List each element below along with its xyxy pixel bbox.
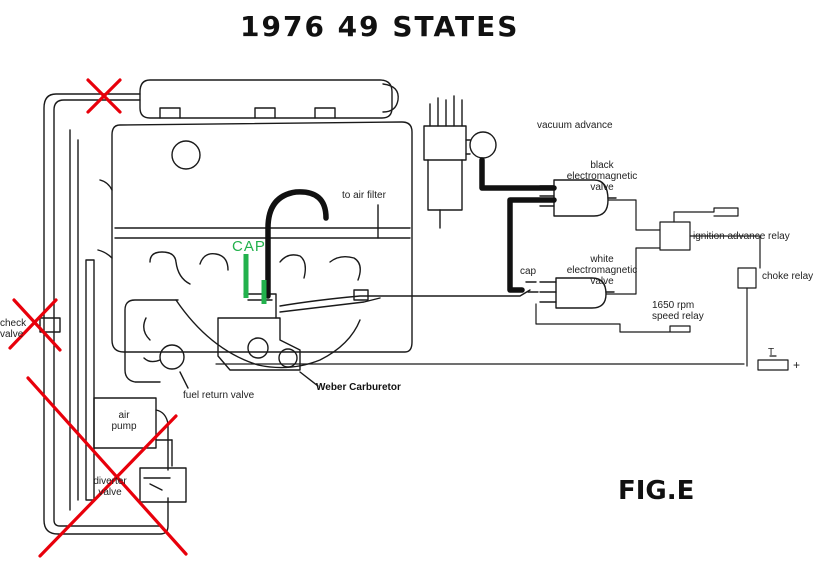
red-cross-air-pump-and-diverter — [26, 376, 188, 558]
terminal-t-label: T — [768, 347, 775, 358]
air-pump-label: air pump — [111, 410, 137, 432]
ignition-advance-relay-label: ignition advance relay — [693, 231, 790, 242]
diverter-valve-label: diverter valve — [93, 476, 127, 498]
valve-cover — [139, 79, 399, 119]
engine-block — [97, 121, 413, 353]
fuel-return-valve-body — [143, 317, 189, 389]
figure-label: FIG.E — [618, 476, 695, 506]
wiring — [215, 199, 789, 371]
weber-carburetor-label: Weber Carburetor — [316, 382, 401, 393]
red-cross-check-valve — [8, 298, 62, 352]
white-valve-label: white electromagnetic valve — [566, 254, 638, 287]
vacuum-line-to-white-valve — [279, 289, 531, 313]
intake-manifold — [149, 251, 361, 369]
weber-carburetor-body — [217, 293, 319, 387]
fuel-return-valve-label: fuel return valve — [183, 390, 255, 401]
check-valve-label: check valve — [0, 318, 27, 340]
speed-relay-label: 1650 rpm speed relay — [652, 300, 704, 322]
cap-label: cap — [520, 266, 537, 277]
cap-annotation: CAP — [232, 238, 266, 255]
cap-stubs — [525, 281, 539, 293]
hose-to-air-filter — [265, 189, 329, 299]
black-valve-label: black electromagnetic valve — [566, 160, 638, 193]
terminal-plus-label: + — [793, 358, 801, 372]
vacuum-advance-label: vacuum advance — [537, 120, 613, 131]
diagram-title: 1976 49 STATES — [240, 10, 520, 43]
hose-black-valve-to-white-valve — [507, 197, 557, 293]
distributor — [423, 95, 497, 229]
hose-distributor-to-black-valve — [479, 157, 557, 191]
diverter-valve — [124, 299, 187, 503]
red-cross-air-rail — [86, 78, 122, 114]
to-air-filter-label: to air filter — [342, 190, 386, 201]
choke-relay-label: choke relay — [762, 271, 814, 282]
